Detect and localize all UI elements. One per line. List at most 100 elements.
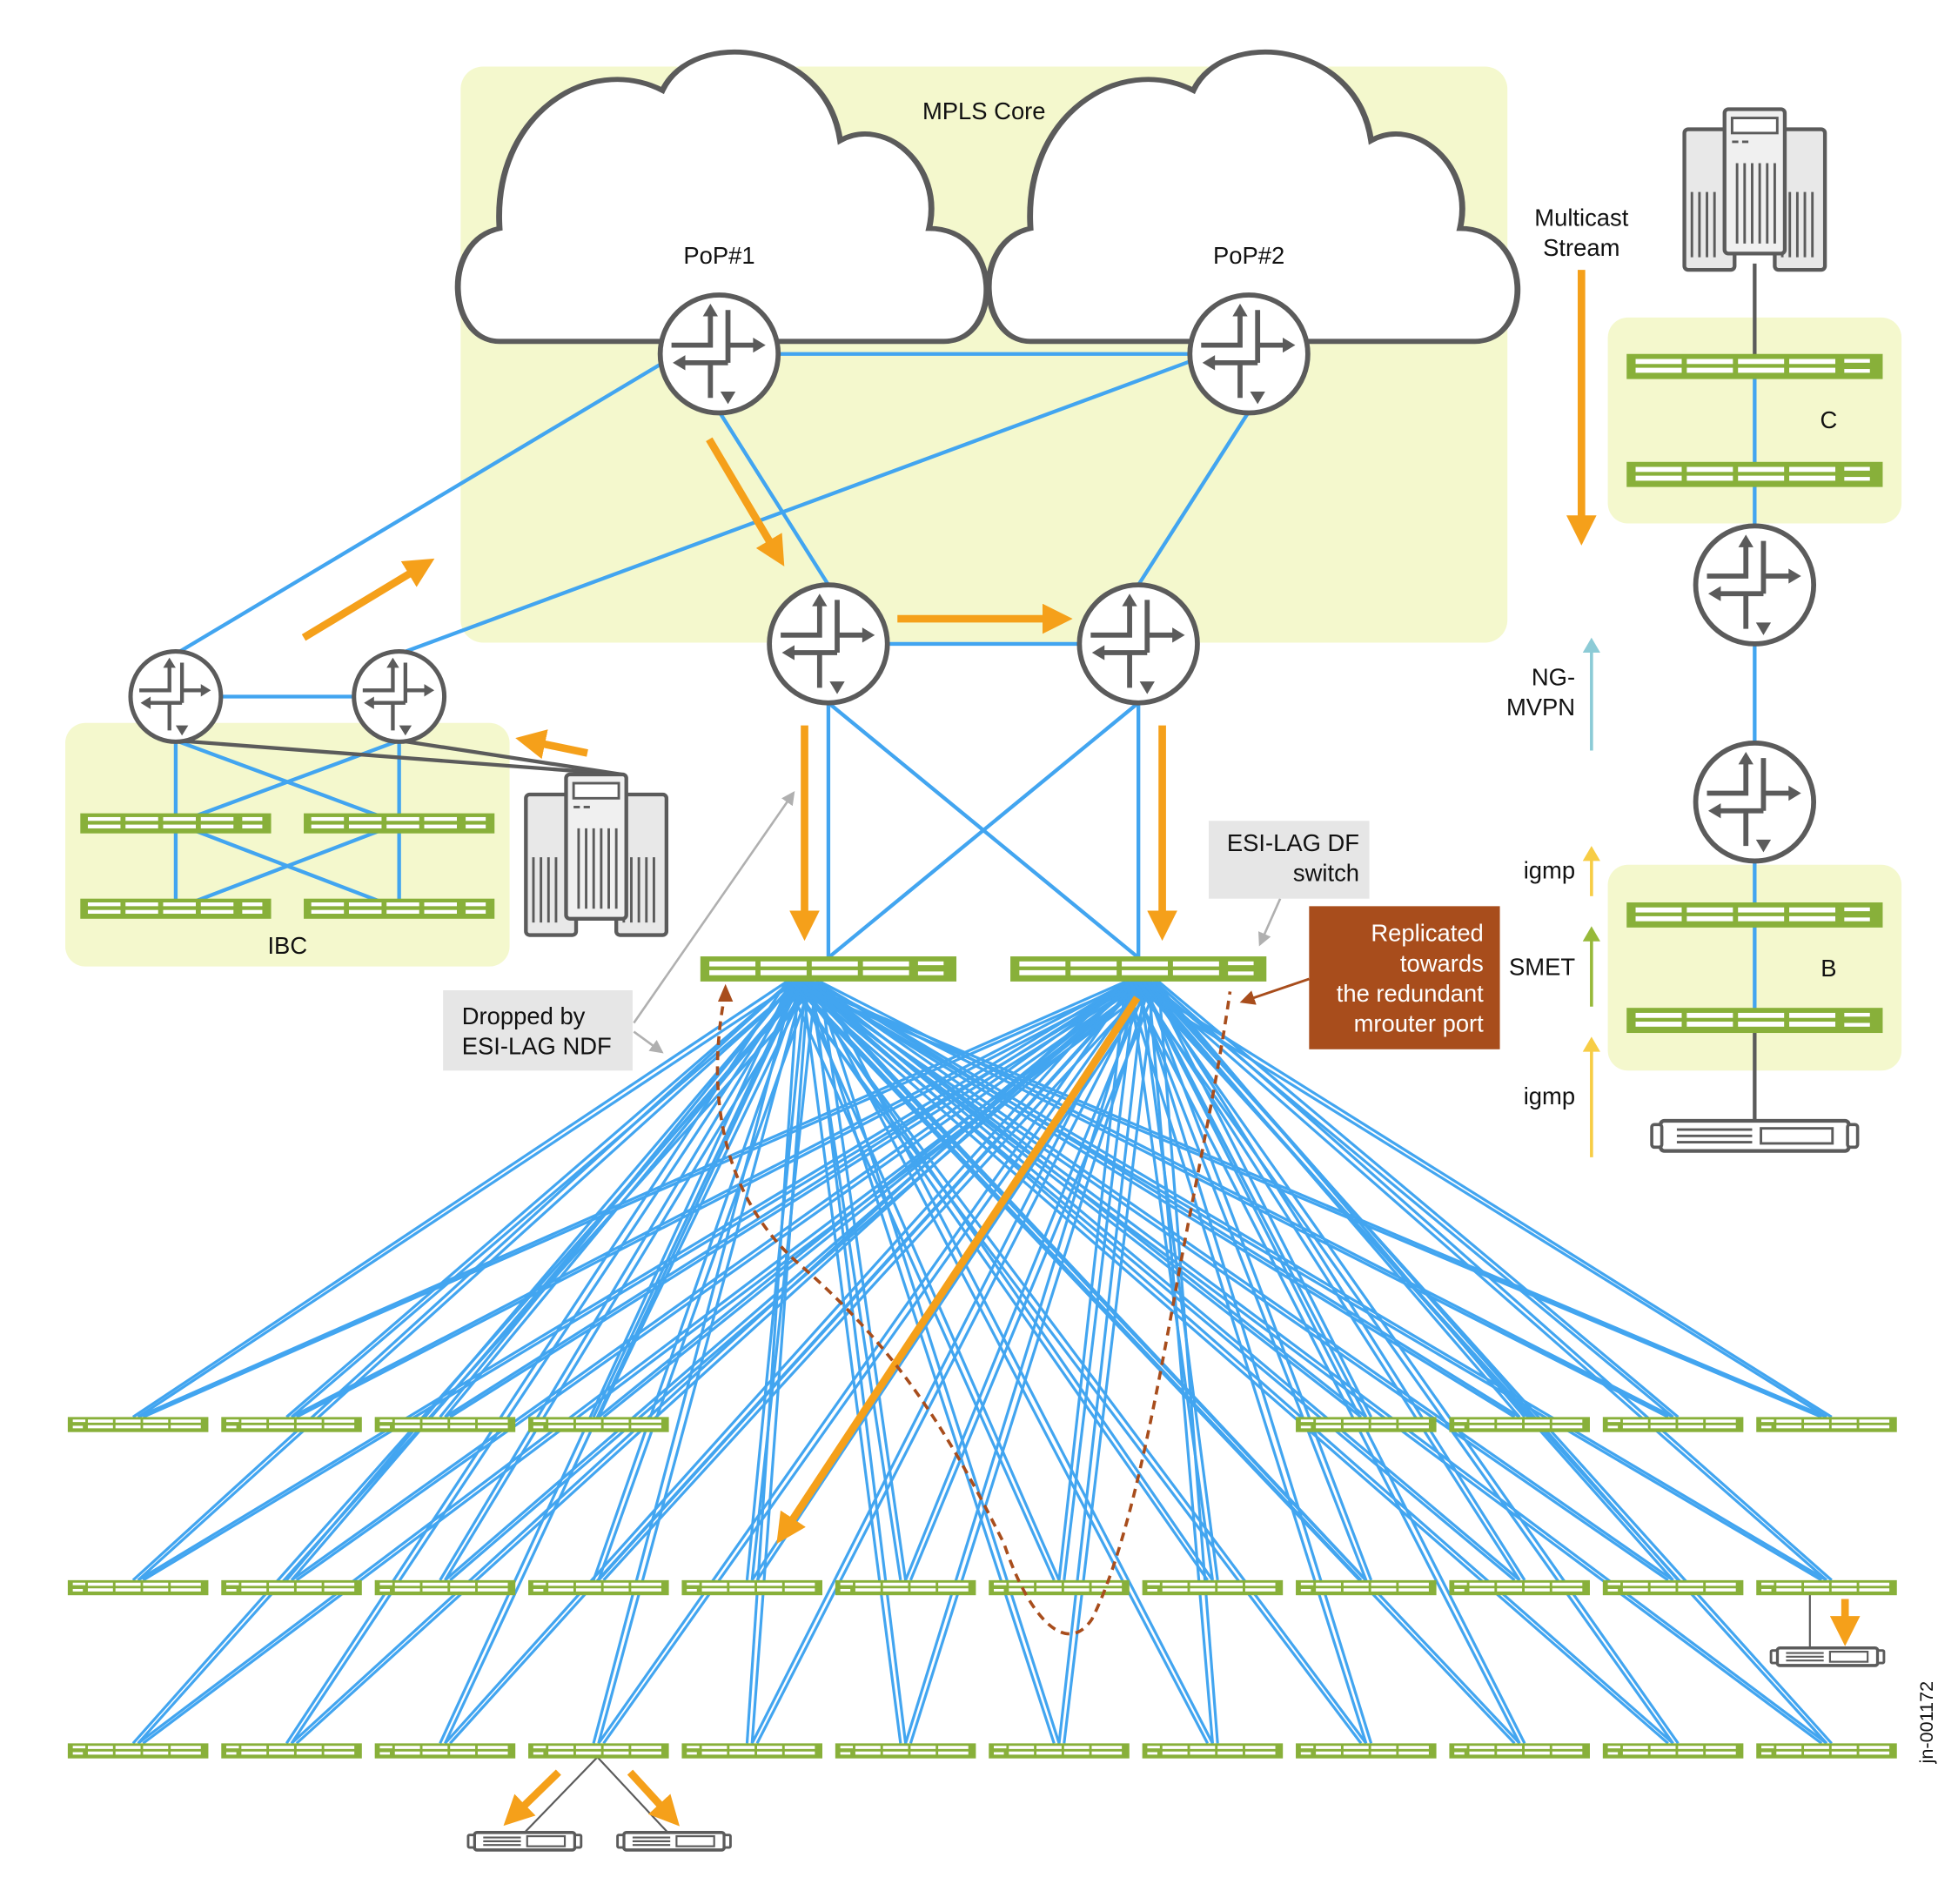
switch-ibc[interactable] (304, 898, 495, 919)
leaf-switch-row-2-12[interactable] (1756, 1579, 1897, 1596)
receiver-server[interactable] (1769, 1646, 1886, 1667)
leaf-switch-row-2-8[interactable] (1142, 1579, 1284, 1596)
leaf-switch-row-3-12[interactable] (1756, 1743, 1897, 1759)
leaf-switch-row-2-6[interactable] (835, 1579, 976, 1596)
leaf-switch-row-2-3[interactable] (374, 1579, 516, 1596)
leaf-uplink (137, 980, 821, 1745)
leaf-switch-row-3-7[interactable] (989, 1743, 1130, 1759)
leaf-uplink (808, 980, 1669, 1418)
leaf-switch-row-3-11[interactable] (1602, 1743, 1744, 1759)
leaf-switch-row-2-10[interactable] (1449, 1579, 1590, 1596)
router-agg1[interactable] (769, 585, 888, 703)
leaf-switch-row-1-1[interactable] (67, 1417, 209, 1432)
leaf-uplink (814, 981, 1061, 1744)
smet-arrowhead (1582, 926, 1600, 942)
receiver-server-b[interactable] (1652, 1121, 1858, 1151)
switch-spine-ndf[interactable] (700, 956, 957, 982)
leaf-switch-row-2-5[interactable] (681, 1579, 822, 1596)
leaf-switch-row-3-2[interactable] (221, 1743, 362, 1759)
leaf-switch-row-1-9[interactable] (1296, 1417, 1437, 1432)
ndf-pointer-up (633, 790, 795, 1024)
df-callout-line-1: ESI-LAG DF (1227, 829, 1359, 856)
leaf-switch-row-2-4[interactable] (528, 1579, 669, 1596)
leaf-uplink (1143, 980, 1828, 1582)
leaf-uplink (449, 980, 1141, 1745)
leaf-switch-row-3-10[interactable] (1449, 1743, 1590, 1759)
switch-ibc[interactable] (304, 813, 495, 834)
router-agg2[interactable] (1079, 585, 1197, 703)
ng-mvpn-arrowhead (1582, 637, 1600, 654)
switch-site-c[interactable] (1626, 461, 1883, 487)
receiver-server[interactable] (615, 1830, 733, 1852)
router-ibc-2[interactable] (354, 652, 445, 742)
flow-arrow (301, 558, 435, 641)
switch-spine-df[interactable] (1010, 956, 1267, 982)
leaf-uplink (811, 980, 1674, 1582)
leaf-switch-row-3-8[interactable] (1142, 1743, 1284, 1759)
leaf-uplink (1063, 981, 1157, 1744)
router-pe-c[interactable] (1696, 526, 1814, 644)
ibc-servers[interactable] (526, 774, 667, 935)
leaf-uplink (755, 981, 1149, 1745)
switch-site-c[interactable] (1626, 353, 1883, 379)
multicast-source-servers[interactable] (1685, 109, 1826, 270)
router-pe-b[interactable] (1696, 743, 1814, 861)
leaf-uplink (1136, 980, 1828, 1745)
leaf-switch-row-1-12[interactable] (1756, 1417, 1897, 1432)
leaf-uplink (904, 981, 1143, 1744)
link-pop2-ibc-r2 (398, 359, 1191, 656)
leaf-uplink (444, 981, 802, 1745)
replicated-callout-line-4: mrouter port (1354, 1010, 1485, 1037)
igmp-label-top: igmp (1524, 857, 1575, 884)
leaf-switch-row-3-5[interactable] (681, 1743, 822, 1759)
leaf-uplink (290, 980, 806, 1581)
leaf-uplink (805, 980, 1823, 1582)
router-ibc-1[interactable] (131, 652, 221, 742)
router-pop2[interactable] (1190, 295, 1308, 413)
leaf-uplink (137, 980, 1130, 1582)
replicated-callout-line-2: towards (1400, 949, 1484, 976)
flow-arrow (706, 437, 785, 567)
leaf-uplink (750, 981, 1139, 1745)
leaf-switch-row-2-2[interactable] (221, 1579, 362, 1596)
leaf-switch-row-3-6[interactable] (835, 1743, 976, 1759)
leaf-switch-row-3-1[interactable] (67, 1743, 209, 1759)
switch-ibc[interactable] (80, 813, 272, 834)
leaf-switch-row-2-11[interactable] (1602, 1579, 1744, 1596)
router-pop1[interactable] (660, 295, 779, 413)
leaf-switch-row-1-10[interactable] (1449, 1417, 1590, 1432)
leaf-uplink (1147, 981, 1214, 1744)
leaf-switch-row-2-9[interactable] (1296, 1579, 1437, 1596)
switch-site-b[interactable] (1626, 1008, 1883, 1034)
replicated-callout-line-1: Replicated (1371, 920, 1483, 947)
switch-ibc[interactable] (80, 898, 272, 919)
switch-site-b[interactable] (1626, 902, 1883, 928)
leaf-switch-row-2-1[interactable] (67, 1579, 209, 1596)
leaf-uplink (285, 980, 796, 1581)
leaf-switch-row-1-11[interactable] (1602, 1417, 1744, 1432)
link-ibc-server (175, 738, 622, 777)
leaf-switch-row-1-3[interactable] (374, 1417, 516, 1432)
leaf-uplink (818, 981, 1214, 1745)
ibc-label: IBC (267, 932, 307, 959)
leaf-switch-row-3-3[interactable] (374, 1743, 516, 1759)
df-callout-line-2: switch (1293, 860, 1359, 887)
leaf-switch-row-1-2[interactable] (221, 1417, 362, 1432)
leaf-uplink (797, 980, 1823, 1745)
leaf-uplink (1057, 981, 1146, 1744)
leaf-uplink (142, 980, 1160, 1745)
leaf-switch-row-3-9[interactable] (1296, 1743, 1437, 1759)
link-agg2-spine1 (827, 701, 1140, 960)
leaf-uplink (786, 980, 1822, 1418)
leaf-uplink (807, 980, 1827, 1745)
leaf-uplink (602, 980, 1145, 1745)
leaf-uplink (786, 980, 1363, 1745)
leaf-switch-row-3-4[interactable] (528, 1743, 669, 1759)
leaf-switch-row-1-4[interactable] (528, 1417, 669, 1432)
leaf-uplink (1145, 981, 1526, 1581)
igmp-label-bottom: igmp (1524, 1083, 1575, 1110)
server-links (175, 263, 1757, 1121)
leaf-uplink (137, 980, 798, 1418)
receiver-server[interactable] (466, 1830, 583, 1852)
ng-mvpn-label-2: MVPN (1506, 694, 1575, 721)
